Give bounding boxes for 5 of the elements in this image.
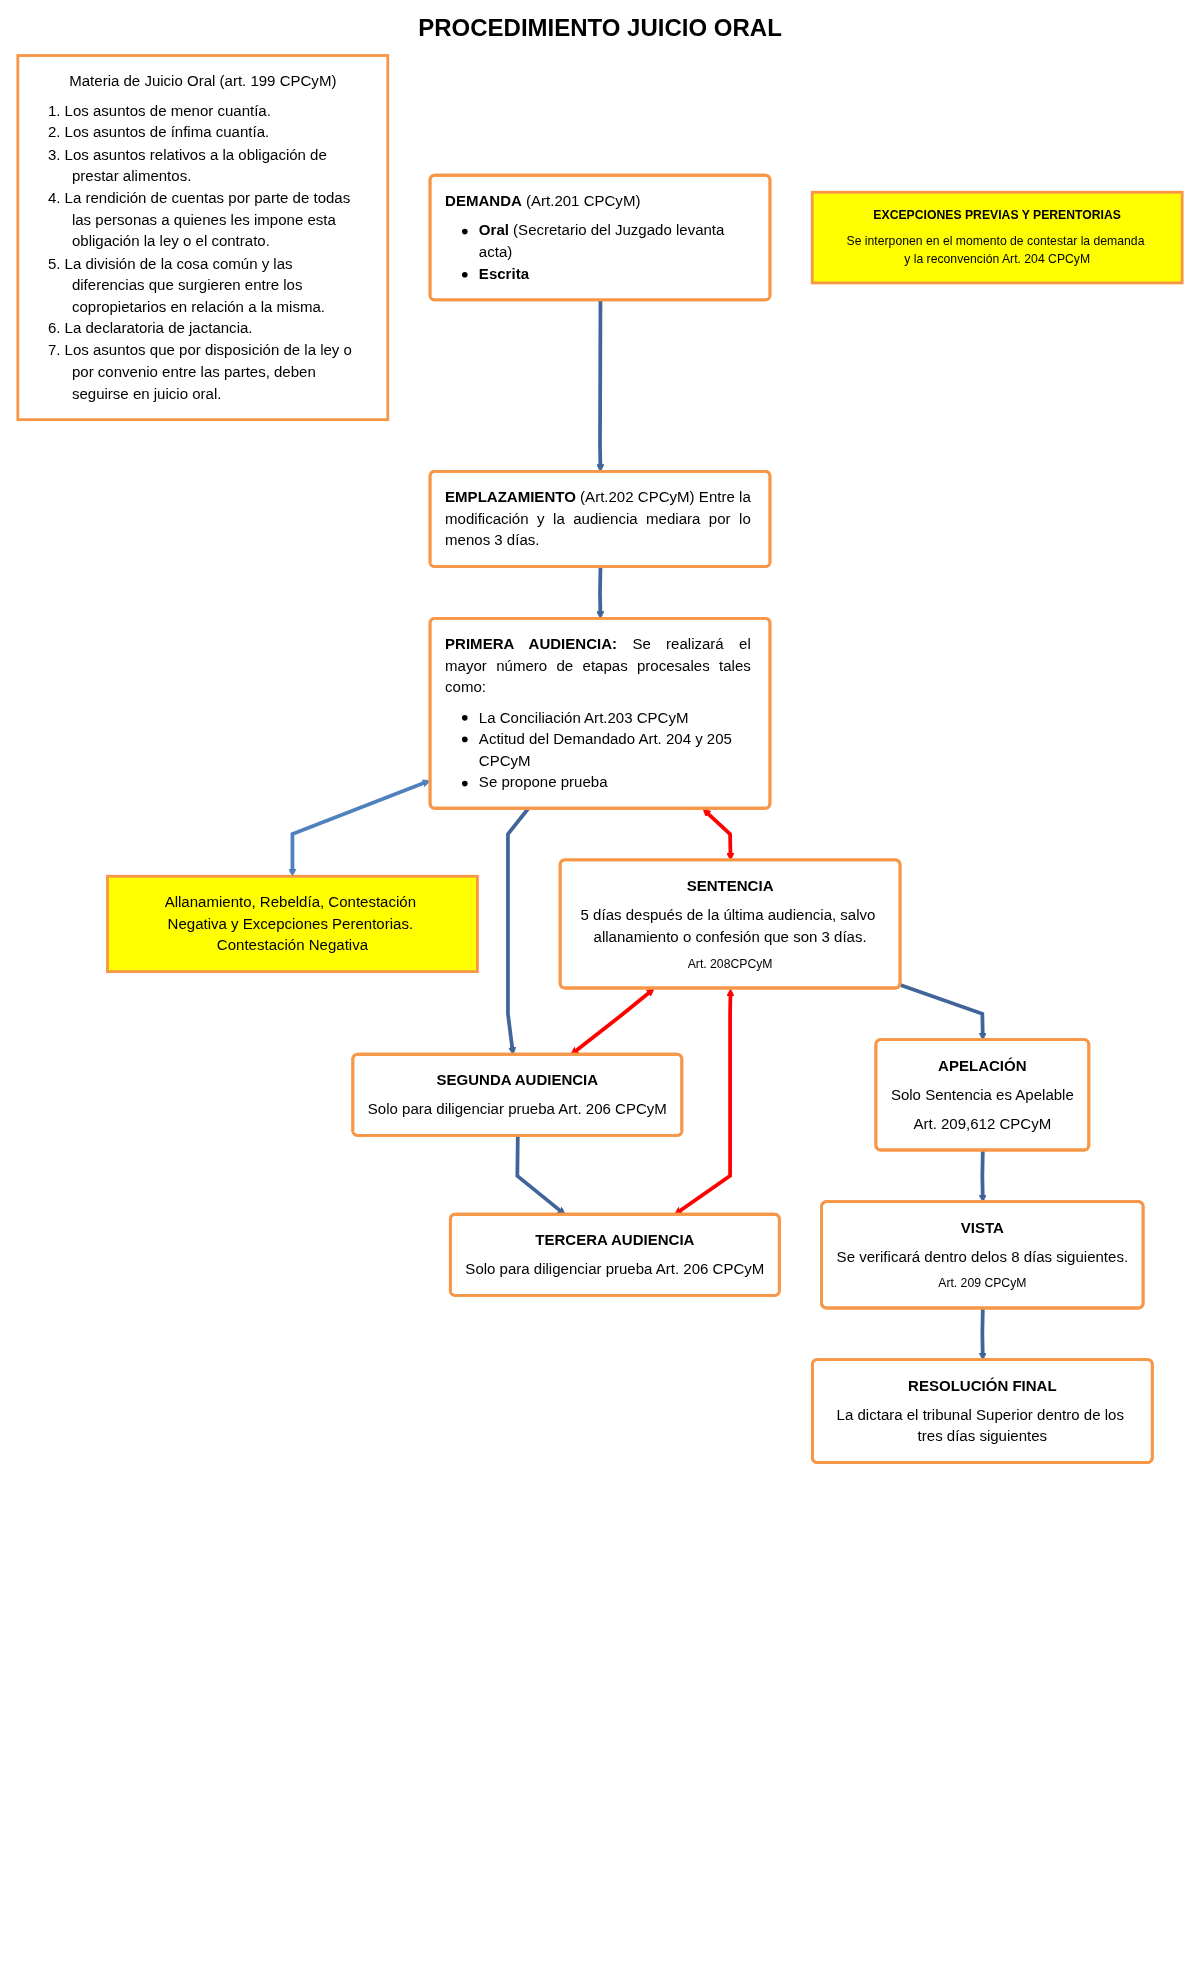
arrow — [288, 779, 431, 877]
node-box: EXCEPCIONES PREVIAS Y PERENTORIAS Se interponen en el momento de contestar la demanda y la reconvención Art. 204 CPCyM — [810, 190, 1184, 285]
node-box: Allanamiento, Rebeldía, Contestación Negativa y Excepciones Perentorias. Contestación Negativa — [106, 874, 479, 974]
diagram-title: PROCEDIMIENTO JUICIO ORAL — [418, 14, 782, 42]
node-box: Materia de Juicio Oral (art. 199 CPCyM) 1. Los asuntos de menor cuantía. 2. Los asuntos de ínfima cuantía. 3. Los asuntos relativos a la obligación de prestar alimentos. 4. La rendición de cuentas por parte de todas las personas a quienes les impone esta obligación la ley o el contrato. 5. La división de la cosa común y las diferencias que surgieren entre los copropietarios en relación a la misma. 6. La declaratoria de jactancia. 7. Los asuntos que por disposición de la ley o por convenio entre las partes, deben seguirse en juicio oral. — [16, 54, 390, 422]
